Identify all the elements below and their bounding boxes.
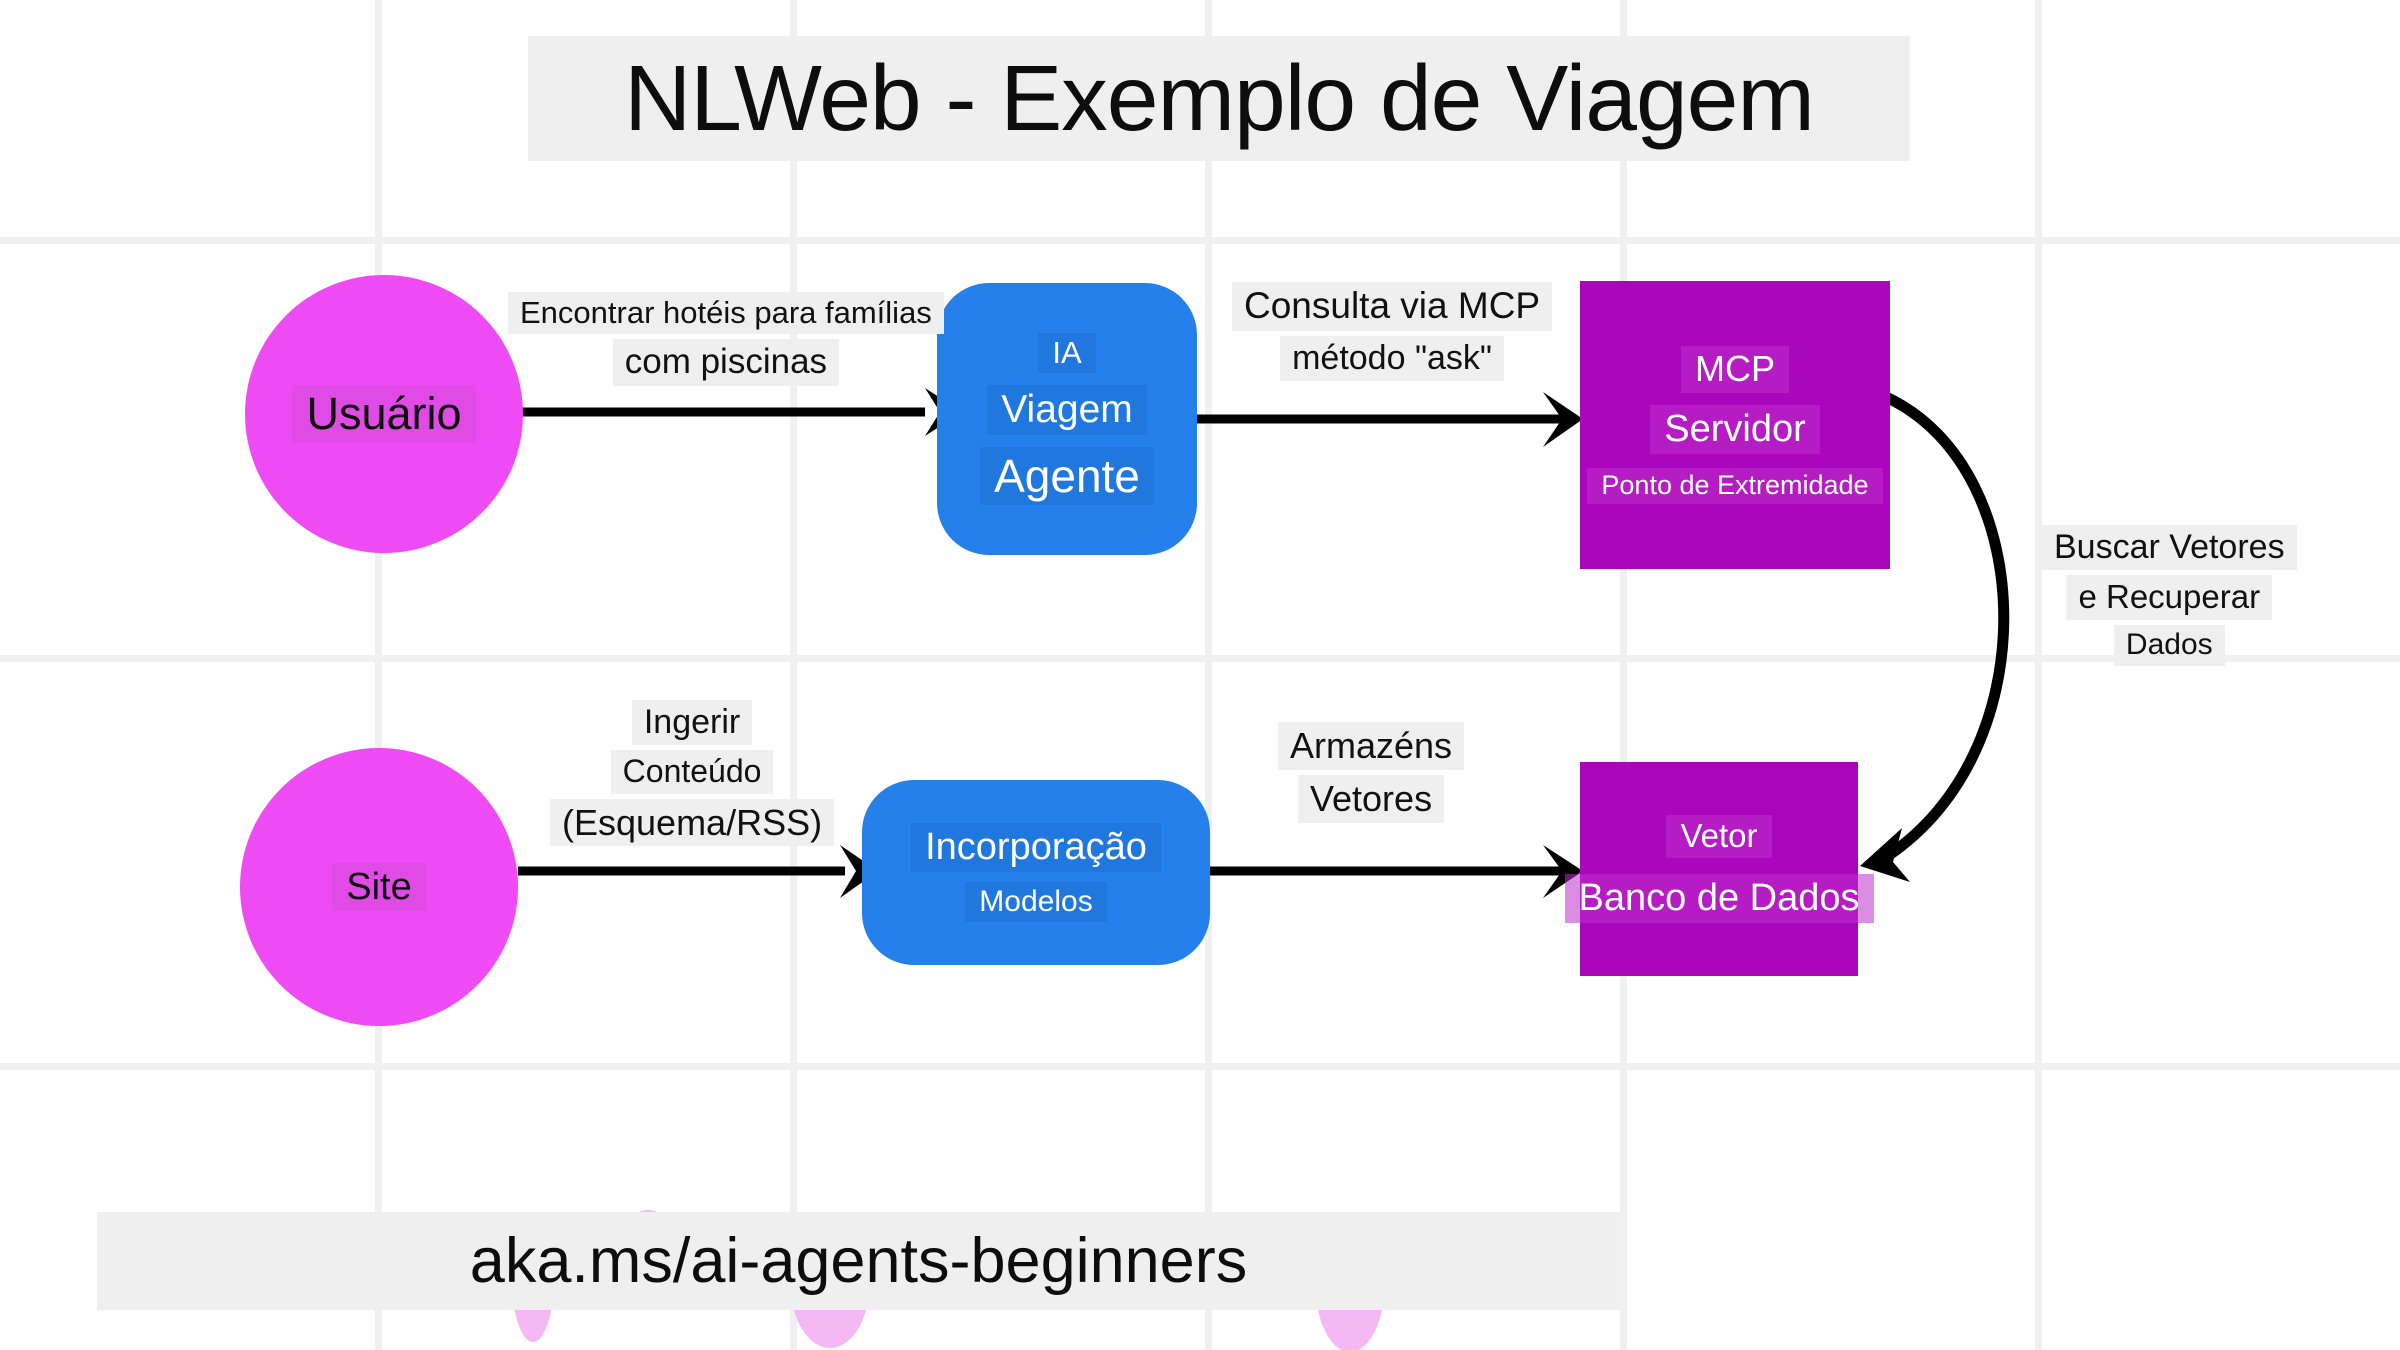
grid-line-vertical xyxy=(2035,0,2042,1350)
edge-label-agent-to-mcp: Consulta via MCP método "ask" xyxy=(1232,282,1553,386)
node-vectordb-line-1: Vetor xyxy=(1666,815,1772,859)
node-vectordb-line-2: Banco de Dados xyxy=(1564,874,1874,923)
grid-line-horizontal xyxy=(0,655,2400,662)
edge-label-line-1: Encontrar hotéis para famílias xyxy=(508,292,944,334)
node-agent-line-1: IA xyxy=(1038,332,1096,374)
edge-label-line-2: com piscinas xyxy=(612,338,840,386)
edge-label-user-to-agent: Encontrar hotéis para famílias com pisci… xyxy=(508,292,944,391)
node-user-label: Usuário xyxy=(292,385,476,443)
edge-agent-to-mcp xyxy=(1197,392,1583,447)
edge-embedding-to-vectordb xyxy=(1210,845,1583,898)
edge-label-line-2: método "ask" xyxy=(1280,335,1504,382)
grid-line-horizontal xyxy=(0,237,2400,244)
node-mcp-line-3: Ponto de Extremidade xyxy=(1587,467,1883,504)
node-agent-line-2: Viagem xyxy=(987,385,1147,436)
edge-user-to-agent xyxy=(520,388,962,436)
edge-label-line-2: Conteúdo xyxy=(610,750,774,794)
node-site[interactable]: Site xyxy=(240,748,518,1026)
node-vector-database[interactable]: Vetor Banco de Dados xyxy=(1564,762,1874,976)
edge-label-embedding-to-vectordb: Armazéns Vetores xyxy=(1278,722,1465,828)
node-mcp-server[interactable]: MCP Servidor Ponto de Extremidade xyxy=(1580,281,1890,569)
grid-line-vertical xyxy=(375,0,382,1350)
node-site-label: Site xyxy=(332,862,426,912)
edge-label-site-to-embedding: Ingerir Conteúdo (Esquema/RSS) xyxy=(550,700,835,851)
node-ai-travel-agent[interactable]: IA Viagem Agente xyxy=(937,283,1197,555)
node-embedding-line-1: Incorporação xyxy=(911,823,1161,873)
edge-label-line-2: e Recuperar xyxy=(2066,575,2273,620)
edge-site-to-embedding xyxy=(518,845,878,898)
edge-label-line-1: Buscar Vetores xyxy=(2042,525,2297,571)
grid-line-horizontal xyxy=(0,1063,2400,1070)
edge-label-mcp-to-vectordb: Buscar Vetores e Recuperar Dados xyxy=(2042,525,2297,671)
footer-url[interactable]: aka.ms/ai-agents-beginners xyxy=(97,1212,1620,1310)
page-title: NLWeb - Exemplo de Viagem xyxy=(528,36,1910,161)
node-embedding-line-2: Modelos xyxy=(965,882,1107,922)
edge-label-line-2: Vetores xyxy=(1297,774,1445,823)
edge-label-line-3: Dados xyxy=(2113,624,2225,666)
node-embedding-models[interactable]: Incorporação Modelos xyxy=(862,780,1210,965)
node-mcp-line-1: MCP xyxy=(1681,346,1789,393)
grid-line-vertical xyxy=(790,0,797,1350)
node-user[interactable]: Usuário xyxy=(245,275,523,553)
edge-label-line-1: Armazéns xyxy=(1278,722,1465,770)
edge-label-line-3: (Esquema/RSS) xyxy=(550,798,835,847)
node-mcp-line-2: Servidor xyxy=(1650,404,1820,454)
grid-line-vertical xyxy=(1620,0,1627,1350)
edge-label-line-1: Ingerir xyxy=(631,700,753,746)
node-agent-line-3: Agente xyxy=(980,447,1154,506)
edge-label-line-1: Consulta via MCP xyxy=(1232,282,1553,331)
grid-line-vertical xyxy=(1205,0,1212,1350)
